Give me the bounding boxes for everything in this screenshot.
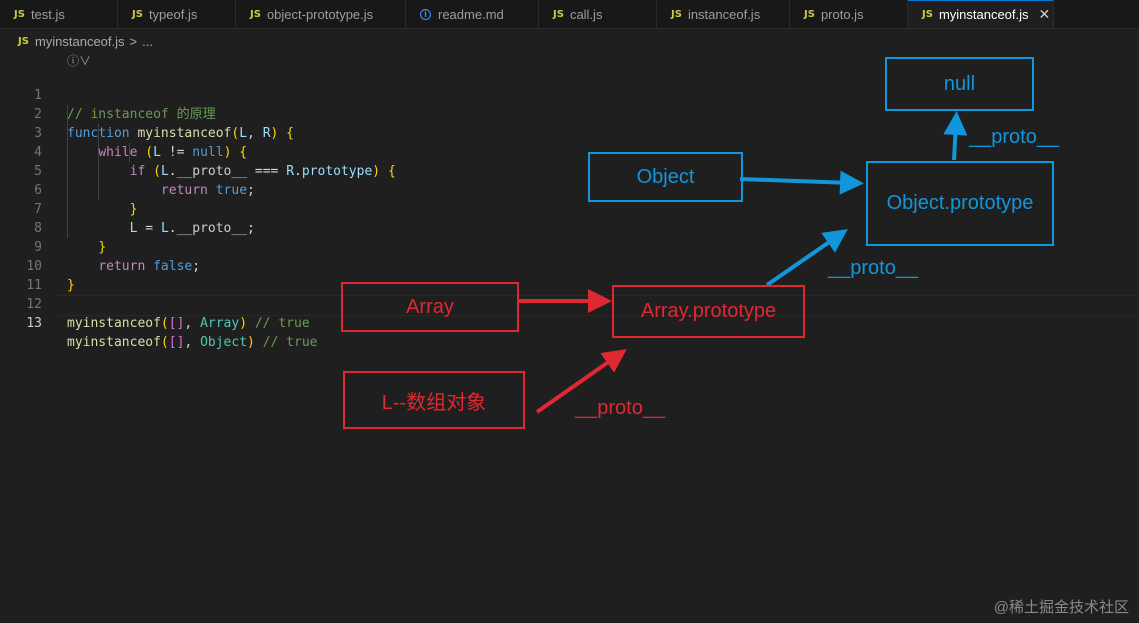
code-text: function myinstanceof(L, R) { [67,126,294,141]
code-line: 13 myinstanceof([], Object) // true [0,295,1139,350]
tab-myinstanceof-js[interactable]: JS myinstanceof.js ✕ [908,0,1054,28]
javascript-file-icon: JS [14,8,25,20]
javascript-file-icon: JS [18,35,29,47]
tab-proto-js[interactable]: JS proto.js [790,0,908,28]
tab-label: myinstanceof.js [938,7,1029,22]
codelens-hint[interactable]: ⓘ∨ [67,54,92,68]
tab-test-js[interactable]: JS test.js [0,0,118,28]
tab-label: typeof.js [148,6,198,22]
tab-readme-md[interactable]: i readme.md [406,0,539,28]
tab-label: call.js [569,6,603,22]
null-box: null [885,57,1034,111]
code-text: } [129,202,138,217]
code-line: 1 // instanceof 的原理 [0,67,1139,122]
indent-guide [129,143,130,162]
code-line: 9 return false; [0,219,1139,274]
tab-instanceof-js[interactable]: JS instanceof.js [657,0,790,28]
l-array-object-box: L--数组对象 [343,371,525,429]
tab-label: object-prototype.js [266,6,374,22]
object-box: Object [588,152,743,202]
line-number: 2 [34,107,42,122]
arrow-l-to-array-prototype [535,349,627,414]
proto-label-mid: __proto__ [828,257,919,279]
line-number: 13 [26,316,42,331]
code-text: while (L != null) { [98,145,248,160]
code-text: myinstanceof([], Object) // true [67,335,318,350]
line-number: 6 [34,183,42,198]
breadcrumb-more[interactable]: ... [142,33,153,49]
tab-bar: JS test.js JS typeof.js JS object-protot… [0,0,1139,29]
code-line: 6 } [0,162,1139,217]
line-number: 11 [26,278,42,293]
info-icon: i [420,8,431,20]
tab-label: readme.md [438,6,504,22]
close-icon[interactable]: ✕ [1038,6,1051,22]
code-text: myinstanceof([], Array) // true [67,316,310,331]
javascript-file-icon: JS [804,8,815,20]
code-line: 5 return true; [0,143,1139,198]
tab-call-js[interactable]: JS call.js [539,0,657,28]
tab-label: instanceof.js [687,6,761,22]
arrow-object-to-object-prototype [739,170,864,195]
code-text: if (L.__proto__ === R.prototype) { [129,164,396,179]
line-number: 4 [34,145,42,160]
code-line: 11 [0,257,1139,293]
object-prototype-box: Object.prototype [866,161,1054,246]
javascript-file-icon: JS [671,8,682,20]
arrow-object-prototype-to-null [943,111,968,161]
javascript-file-icon: JS [250,8,261,20]
proto-label-top: __proto__ [969,126,1060,148]
indent-guide [98,124,99,200]
tab-label: test.js [30,6,65,22]
line-number: 5 [34,164,42,179]
javascript-file-icon: JS [132,8,143,20]
code-text: } [67,278,75,293]
line-number: 8 [34,221,42,236]
array-prototype-box: Array.prototype [612,285,805,338]
code-text: return false; [98,259,201,274]
line-number: 3 [34,126,42,141]
line-number: 9 [34,240,42,255]
code-line: 3 while (L != null) { [0,105,1139,160]
breadcrumb-file[interactable]: myinstanceof.js [34,33,125,49]
proto-label-bottom: __proto__ [575,397,666,419]
breadcrumb: JS myinstanceof.js > ... [18,33,153,49]
code-text: return true; [160,183,255,198]
line-number: 10 [26,259,42,274]
code-line: 10 } [0,238,1139,293]
line-number: 12 [26,297,42,312]
code-text: L = L.__proto__; [129,221,255,236]
arrow-array-prototype-to-object-prototype [765,229,848,287]
line-number: 1 [34,88,42,103]
javascript-file-icon: JS [922,9,933,20]
code-line: 4 if (L.__proto__ === R.prototype) { [0,124,1139,179]
code-line: 8 } [0,200,1139,255]
line-number: 7 [34,202,42,217]
code-line: 2 function myinstanceof(L, R) { [0,86,1139,141]
tab-label: proto.js [820,6,864,22]
code-line: 12 myinstanceof([], Array) // true [0,276,1139,331]
code-line: 7 L = L.__proto__; [0,181,1139,236]
code-text: } [98,240,107,255]
javascript-file-icon: JS [553,8,564,20]
code-text: // instanceof 的原理 [67,107,216,122]
chevron-right-icon: > [129,33,138,49]
array-box: Array [341,282,519,332]
tab-typeof-js[interactable]: JS typeof.js [118,0,236,28]
indent-guide [67,105,68,238]
code-editor[interactable]: 1 // instanceof 的原理 2 function myinstanc… [0,67,1139,350]
watermark: @稀土掘金技术社区 [993,599,1129,616]
tab-object-prototype-js[interactable]: JS object-prototype.js [236,0,406,28]
